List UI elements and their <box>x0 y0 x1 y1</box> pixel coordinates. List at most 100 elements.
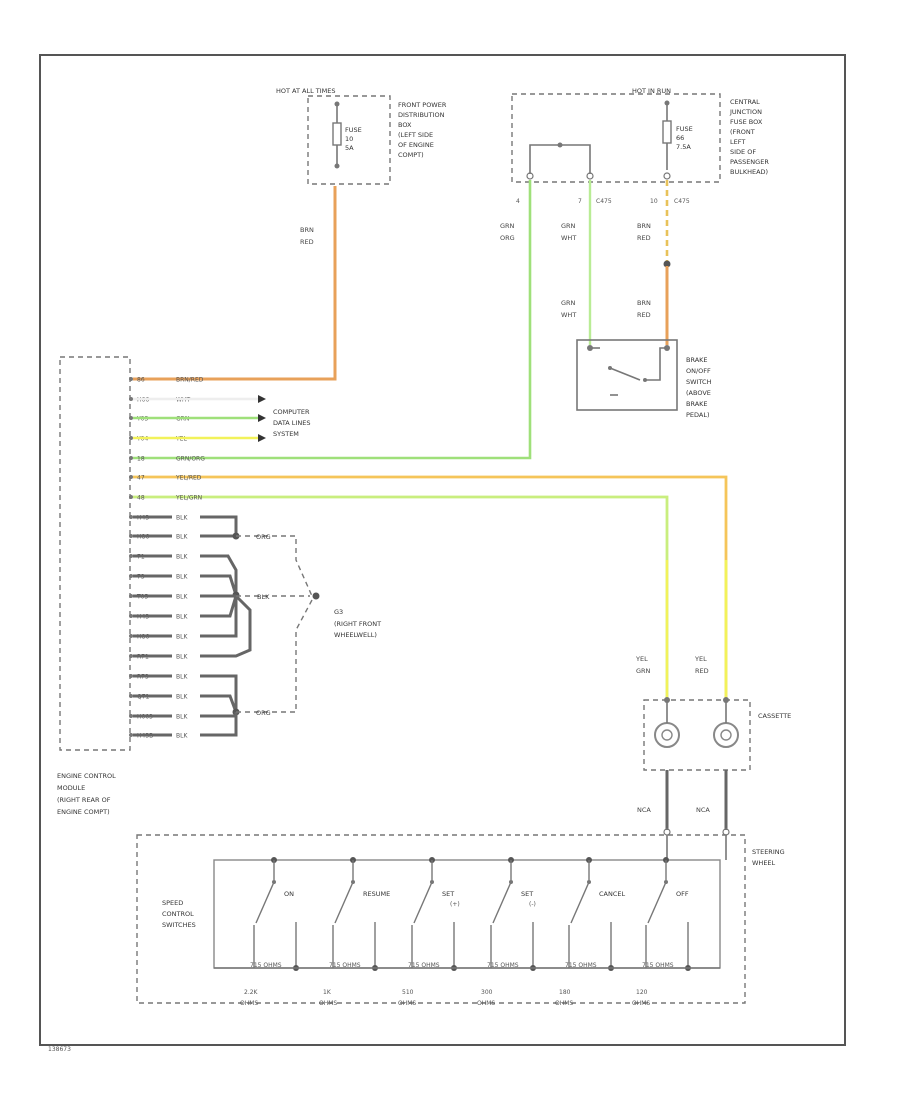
fuse-left-header: HOT AT ALL TIMES <box>276 87 336 95</box>
cassette-left-coil <box>654 722 680 748</box>
ground-location: (RIGHT FRONT WHEELWELL) <box>334 620 383 639</box>
switch-blade <box>570 881 590 924</box>
ecm-pin-terminal <box>129 634 133 638</box>
fuse-right-symbol <box>662 120 672 144</box>
switch-sub-label: (-) <box>529 901 536 908</box>
resistance-value: 180 <box>559 989 571 996</box>
ecm-wire-color: BLK <box>176 654 188 661</box>
computer-data-lines: COMPUTER DATA LINES SYSTEM <box>133 395 313 442</box>
ecm-pin-terminal <box>129 495 133 499</box>
resistance-value: 120 <box>636 989 648 996</box>
ecm-pin-terminal <box>129 554 133 558</box>
ecm-wire-color: BRN/RED <box>176 377 204 384</box>
ecm-wire-color: BLK <box>176 554 188 561</box>
pin-10-label: 10 <box>650 198 658 205</box>
switch-blade <box>334 881 354 924</box>
switch-sub-label: (+) <box>450 901 460 908</box>
resistance-unit: OHMS <box>398 1000 416 1007</box>
ground-id: G3 <box>334 608 343 616</box>
ecm-wire-color: YEL/GRN <box>175 495 202 502</box>
ecm-pin-terminal <box>129 714 133 718</box>
ecm-label: ENGINE CONTROL MODULE (RIGHT REAR OF ENG… <box>57 772 118 816</box>
label-org-top: ORG <box>256 533 271 541</box>
wire-grn-org <box>133 180 532 460</box>
resistance-value: 1K <box>323 989 332 996</box>
connector-pin-10 <box>663 172 671 180</box>
wire-brn-red-power <box>133 186 337 381</box>
resistance-unit: OHMS <box>477 1000 495 1007</box>
ecm-pin-terminal <box>129 594 133 598</box>
ecm-pin-terminal <box>129 515 133 519</box>
connector-pin-7 <box>586 172 594 180</box>
ecm-wire-color: BLK <box>176 614 188 621</box>
ecm-wire-color: BLK <box>176 733 188 740</box>
switch-label: CANCEL <box>599 890 625 898</box>
ecm-pin-terminal <box>129 614 133 618</box>
ecm-pin-terminal <box>129 694 133 698</box>
footer-code: 138673 <box>48 1046 71 1053</box>
ecm-pin-number: 86 <box>137 377 145 384</box>
resistance-unit: OHMS <box>632 1000 650 1007</box>
ecm-wire-color: BLK <box>176 694 188 701</box>
ground-network: ORG BLK ORG G3 (RIGHT FRONT WHEELWELL) <box>200 515 383 737</box>
resistor-label: 715 OHMS <box>642 962 674 969</box>
ecm-pin-terminal <box>129 475 133 479</box>
fuse-right-number: 66 <box>676 134 684 142</box>
ecm-wire-color: BLK <box>176 714 188 721</box>
pin-4-label: 4 <box>516 198 520 205</box>
speed-control-box <box>213 859 721 969</box>
engine-control-module: 86BRN/REDH66WHTY03GRNY04YEL18GRN/ORG47YE… <box>59 356 205 751</box>
fuse-right-amperage: 7.5A <box>676 143 691 151</box>
resistor-label: 715 OHMS <box>250 962 282 969</box>
ecm-pin-terminal <box>129 377 133 381</box>
switch-label: OFF <box>676 890 689 898</box>
ecm-wire-color: BLK <box>176 515 188 522</box>
ecm-wire-color: BLK <box>176 634 188 641</box>
ecm-pin-terminal <box>129 436 133 440</box>
connector-pin-4 <box>526 172 534 180</box>
fuse-right-header: HOT IN RUN <box>632 87 671 95</box>
resistance-value: 2.2K <box>244 989 259 996</box>
fuse-left-location: FRONT POWER DISTRIBUTION BOX (LEFT SIDE … <box>398 101 448 159</box>
ecm-pin-terminal <box>129 733 133 737</box>
connector-c475-a: C475 <box>596 198 612 205</box>
ecm-pin-terminal <box>129 456 133 460</box>
resistance-value: 510 <box>402 989 414 996</box>
ecm-pin-terminal <box>129 654 133 658</box>
ecm-pin-terminal <box>129 397 133 401</box>
fuse-left-amperage: 5A <box>345 144 354 152</box>
resistance-unit: OHMS <box>240 1000 258 1007</box>
ecm-pin-terminal <box>129 416 133 420</box>
ecm-pin-terminal <box>129 574 133 578</box>
switch-blade <box>255 881 275 924</box>
connector-c475-b: C475 <box>674 198 690 205</box>
ecm-wire-color: BLK <box>176 574 188 581</box>
ecm-pin-number: 47 <box>137 475 145 482</box>
resistor-label: 715 OHMS <box>408 962 440 969</box>
data-lines-label: COMPUTER DATA LINES SYSTEM <box>273 408 313 438</box>
ecm-wire-color: GRN/ORG <box>176 456 205 463</box>
cassette-connector <box>643 697 751 836</box>
label-nca-left: NCA <box>637 806 651 814</box>
switch-label: SET <box>521 890 533 898</box>
ecm-wire-color: BLK <box>176 674 188 681</box>
diagram-frame <box>39 54 846 1046</box>
ecm-wire-color: BLK <box>176 594 188 601</box>
ecm-wire-color: BLK <box>176 534 188 541</box>
pin-7-label: 7 <box>578 198 582 205</box>
steering-wheel-label: STEERING WHEEL <box>752 848 787 867</box>
fuse-left-symbol <box>332 122 342 146</box>
brake-on-off-switch <box>576 339 678 411</box>
fuse-right-label: FUSE <box>676 125 693 133</box>
wire-yel-red <box>133 475 728 698</box>
cassette-label: CASSETTE <box>758 712 791 720</box>
ecm-pin-terminal <box>129 534 133 538</box>
